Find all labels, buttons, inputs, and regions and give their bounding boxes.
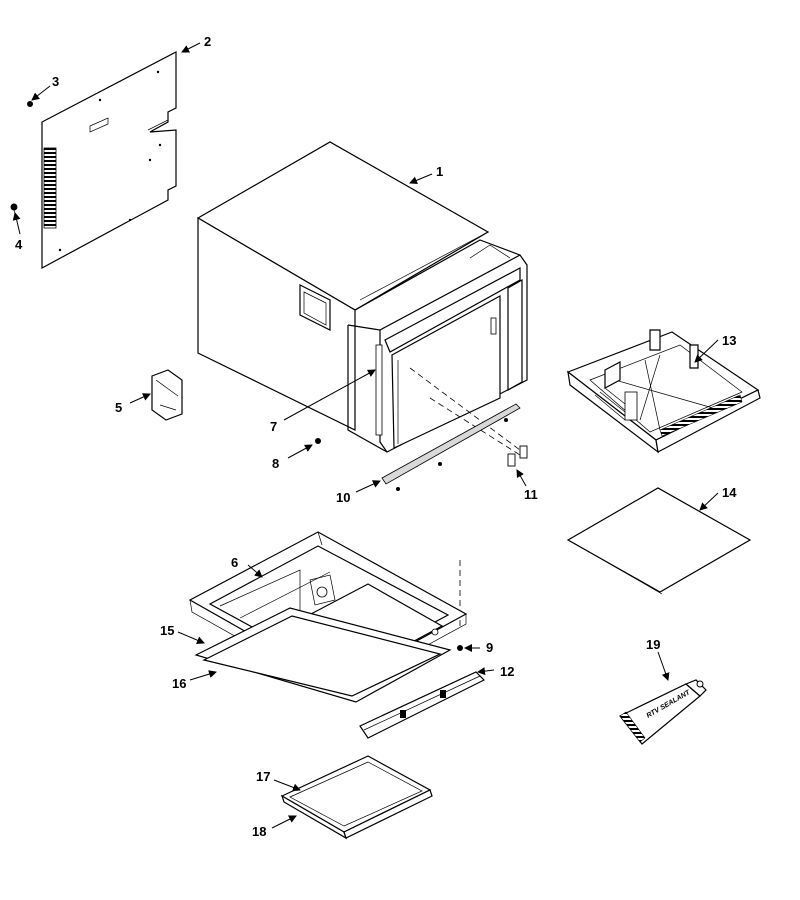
leader-lines bbox=[12, 42, 719, 829]
callout-17: 17 bbox=[256, 769, 270, 784]
screw-part-3 bbox=[27, 101, 33, 107]
callout-13: 13 bbox=[722, 333, 736, 348]
callout-18: 18 bbox=[252, 824, 266, 839]
callout-6: 6 bbox=[231, 555, 238, 570]
callout-7: 7 bbox=[270, 419, 277, 434]
callout-4: 4 bbox=[15, 237, 23, 252]
callout-1: 1 bbox=[436, 164, 443, 179]
screw-part-9 bbox=[457, 645, 463, 651]
sheet-part-14 bbox=[566, 487, 752, 595]
callout-14: 14 bbox=[722, 485, 737, 500]
callout-12: 12 bbox=[500, 664, 514, 679]
callout-3: 3 bbox=[52, 74, 59, 89]
callout-5: 5 bbox=[115, 400, 122, 415]
feet-part-11 bbox=[507, 445, 528, 467]
tray-part-17 bbox=[280, 755, 432, 833]
oven-cabinet-part-1 bbox=[196, 141, 528, 453]
callout-16: 16 bbox=[172, 676, 186, 691]
screw-part-4 bbox=[10, 203, 18, 219]
tray-edge-part-18 bbox=[280, 789, 433, 840]
hinge-part-7 bbox=[375, 344, 383, 436]
rack-part-13 bbox=[566, 329, 761, 454]
callout-19: 19 bbox=[646, 637, 660, 652]
callout-10: 10 bbox=[336, 490, 350, 505]
sealant-tube-part-19: RTV SEALANT bbox=[619, 679, 707, 745]
callout-15: 15 bbox=[160, 623, 174, 638]
callout-11: 11 bbox=[524, 487, 538, 502]
back-panel-part-2 bbox=[41, 51, 177, 270]
plate-part-16 bbox=[202, 615, 442, 697]
cover-part-5 bbox=[151, 369, 183, 421]
front-trim-part-12 bbox=[359, 671, 486, 739]
callout-numbers: 1 2 3 4 5 6 7 8 9 10 11 12 13 14 15 16 1… bbox=[15, 34, 737, 839]
gasket-part-10 bbox=[381, 403, 521, 491]
callout-2: 2 bbox=[204, 34, 211, 49]
callout-8: 8 bbox=[272, 456, 279, 471]
screw-part-8 bbox=[315, 438, 321, 444]
callout-9: 9 bbox=[486, 640, 493, 655]
